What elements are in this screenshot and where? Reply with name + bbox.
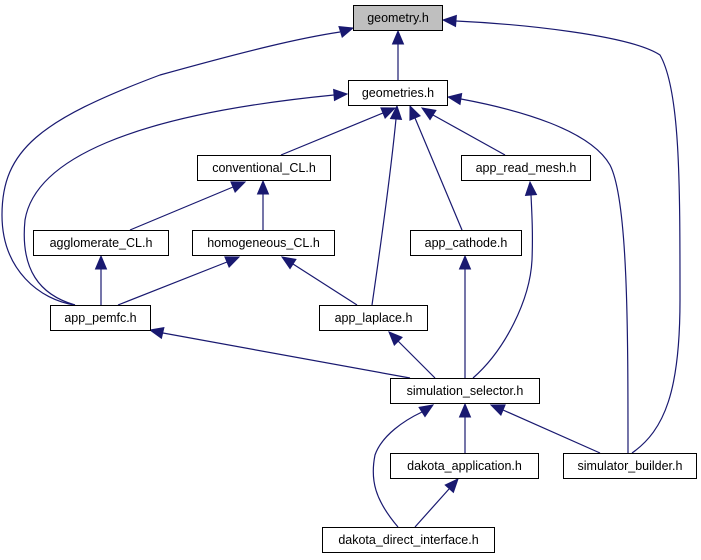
edge-app-read-mesh-to-geometries [432,114,506,156]
node-label: app_read_mesh.h [475,160,577,175]
arrowhead-conventional-cl [230,181,247,193]
edge-simulation-selector-to-app-laplace [397,340,436,379]
arrowhead-app-laplace [388,331,403,346]
node-label: dakota_application.h [407,458,522,473]
node-label: dakota_direct_interface.h [338,532,479,547]
arrowhead-geometry [441,14,457,28]
node-label: agglomerate_CL.h [49,235,153,250]
node-homogeneous-cl-h[interactable]: homogeneous_CL.h [192,230,335,256]
node-geometry-h: geometry.h [353,5,443,31]
node-label: app_cathode.h [424,235,508,250]
edge-simulation-selector-to-app-pemfc [162,332,411,379]
node-label: geometry.h [367,10,429,25]
edge-app-pemfc-to-geometry [1,31,341,306]
node-simulation-selector-h[interactable]: simulation_selector.h [390,378,540,404]
node-simulator-builder-h[interactable]: simulator_builder.h [563,453,697,479]
arrowhead-app-cathode [458,254,472,270]
arrowhead-geometry [391,29,405,45]
node-label: conventional_CL.h [212,160,316,175]
arrowhead-conventional-cl [256,179,270,195]
edge-app-pemfc-to-geometries [23,94,335,306]
arrowhead-geometries [409,104,421,121]
edge-dakota-direct-interface-to-simulation-selector [372,411,423,528]
arrowhead-simulation-selector [418,404,435,418]
arrowhead-dakota-application [444,478,459,494]
arrowhead-geometry [338,25,355,38]
edge-app-pemfc-to-homogeneous-cl [117,261,228,306]
arrowhead-geometries [389,104,403,120]
node-label: app_laplace.h [334,310,413,325]
node-geometries-h[interactable]: geometries.h [348,80,448,106]
arrowhead-simulation-selector [489,404,506,416]
arrowhead-geometries [333,88,349,102]
node-label: homogeneous_CL.h [207,235,320,250]
node-app-pemfc-h[interactable]: app_pemfc.h [50,305,151,331]
node-app-read-mesh-h[interactable]: app_read_mesh.h [461,155,591,181]
node-app-laplace-h[interactable]: app_laplace.h [319,305,428,331]
edge-simulator-builder-to-geometries [460,98,629,454]
node-dakota-application-h[interactable]: dakota_application.h [390,453,539,479]
arrowhead-homogeneous-cl [280,256,297,270]
arrowhead-app-read-mesh [524,180,538,196]
node-label: geometries.h [361,85,435,100]
arrowhead-homogeneous-cl [224,256,241,268]
arrowhead-geometries [380,107,397,119]
node-label: simulation_selector.h [406,383,524,398]
edge-agglomerate-cl-to-conventional-cl [129,186,234,231]
node-app-cathode-h[interactable]: app_cathode.h [410,230,522,256]
arrowhead-geometries [420,107,437,121]
edge-simulation-selector-to-app-read-mesh [472,194,534,379]
edge-app-cathode-to-geometries [414,117,463,231]
node-dakota-direct-interface-h[interactable]: dakota_direct_interface.h [322,527,495,553]
node-agglomerate-cl-h[interactable]: agglomerate_CL.h [33,230,169,256]
edge-app-laplace-to-homogeneous-cl [292,263,358,306]
edge-simulator-builder-to-geometry [455,20,681,454]
arrowhead-geometries [446,92,463,106]
edge-dakota-direct-interface-to-dakota-application [414,488,450,528]
arrowhead-app-pemfc [148,326,165,340]
edge-app-laplace-to-geometries [371,118,397,306]
arrowhead-simulation-selector [458,402,472,418]
edge-conventional-cl-to-geometries [280,112,384,156]
edge-simulator-builder-to-simulation-selector [502,409,601,454]
node-conventional-cl-h[interactable]: conventional_CL.h [197,155,331,181]
arrowhead-agglomerate-cl [94,254,108,270]
node-label: simulator_builder.h [577,458,683,473]
node-label: app_pemfc.h [64,310,137,325]
